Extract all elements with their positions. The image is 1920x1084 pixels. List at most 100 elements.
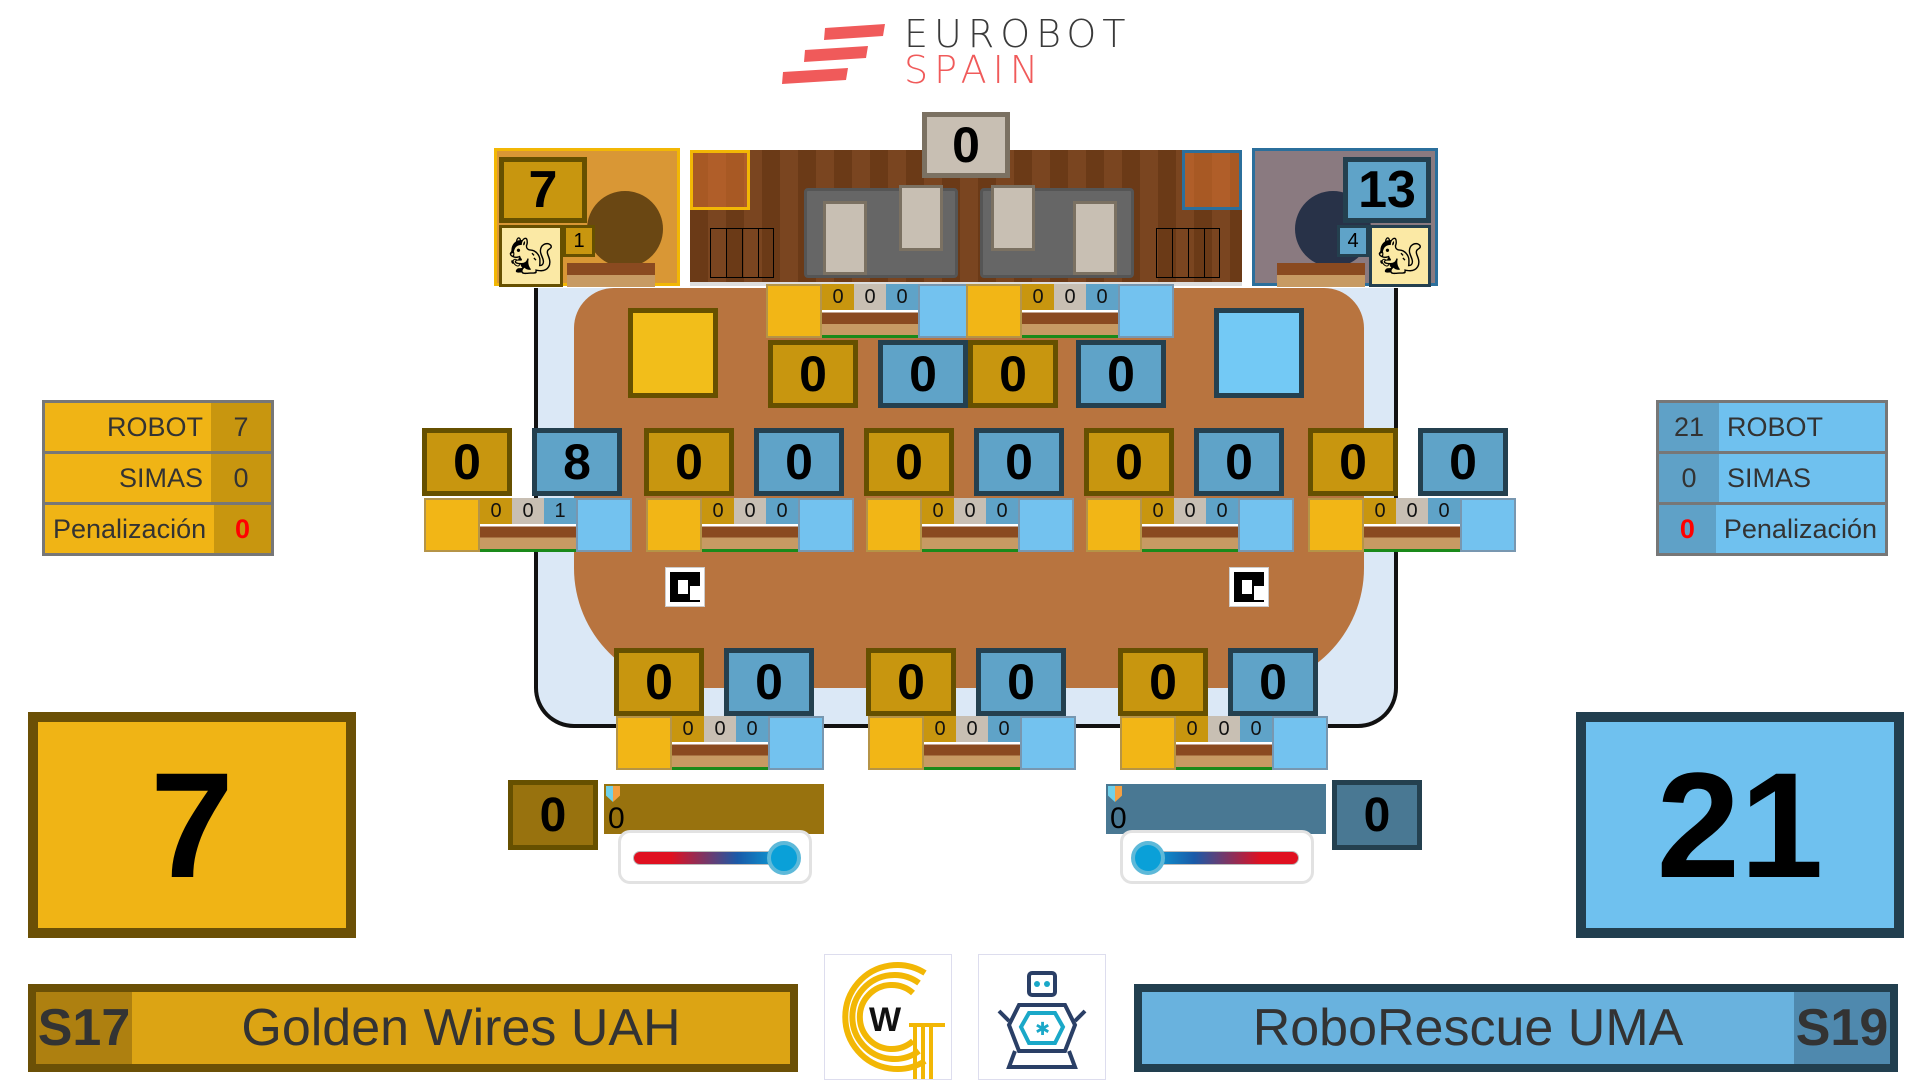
breakdown-row-simas: SIMAS 0 — [45, 454, 271, 502]
counter-c: 0 — [1206, 498, 1238, 524]
bottom-pair-1-blue: 0 — [724, 648, 814, 716]
counter-a: 0 — [1142, 498, 1174, 524]
blue-start-zone — [1214, 308, 1304, 398]
plate — [823, 201, 867, 275]
penalty-value: 0 — [1659, 505, 1716, 553]
counter-b: 0 — [734, 498, 766, 524]
breakdown-row-robot: 21 ROBOT — [1659, 403, 1885, 451]
temperature-icon — [606, 786, 620, 802]
counter-a: 0 — [672, 716, 704, 742]
counter-b: 0 — [854, 284, 886, 310]
aruco-marker-left — [665, 567, 705, 607]
breakdown-value: 21 — [1659, 403, 1719, 451]
counter-strip-mid-3: 0 0 0 — [866, 498, 1074, 552]
acorn-crate-icon — [1022, 310, 1118, 338]
counter-a: 0 — [1176, 716, 1208, 742]
roborescue-logo: ✱ — [978, 954, 1106, 1080]
counter-yellow-cell — [766, 284, 822, 338]
counter-strip-bottom-2: 0 0 0 — [868, 716, 1076, 770]
breakdown-value: 7 — [211, 403, 271, 451]
plate — [899, 185, 943, 251]
counter-blue-cell — [768, 716, 824, 770]
team-code: S17 — [36, 992, 132, 1064]
temperature-value: 0 — [1110, 802, 1127, 835]
breakdown-value: 0 — [211, 454, 271, 502]
right-team-banner: RoboRescue UMA S19 — [1134, 984, 1898, 1072]
mid-pair-4-blue: 0 — [1194, 428, 1284, 496]
counter-b: 0 — [1396, 498, 1428, 524]
temperature-value: 0 — [608, 802, 625, 835]
right-temperature-bar: 0 — [1106, 784, 1326, 834]
machine-left — [804, 185, 958, 278]
grate-right — [1156, 228, 1220, 278]
plate — [991, 185, 1035, 251]
mid-pair-1-blue: 8 — [532, 428, 622, 496]
counter-a: 0 — [480, 498, 512, 524]
golden-wires-logo: W — [824, 954, 952, 1080]
breakdown-label: SIMAS — [45, 454, 211, 502]
top-pair-1-yellow: 0 — [768, 340, 858, 408]
bottom-pair-2-yellow: 0 — [866, 648, 956, 716]
counter-c: 0 — [736, 716, 768, 742]
counter-yellow-cell — [866, 498, 922, 552]
counter-c: 0 — [1240, 716, 1272, 742]
grate-left — [710, 228, 774, 278]
team-name: RoboRescue UMA — [1252, 999, 1684, 1057]
svg-text:✱: ✱ — [1035, 1019, 1050, 1040]
breakdown-label: ROBOT — [45, 403, 211, 451]
counter-blue-cell — [576, 498, 632, 552]
right-total-score: 21 — [1576, 712, 1904, 938]
thermometer-bulb — [767, 841, 801, 875]
bottom-pair-2-blue: 0 — [976, 648, 1066, 716]
acorn-crate-icon — [1364, 524, 1460, 552]
yellow-nest-score: 7 — [499, 157, 587, 223]
counter-b: 0 — [512, 498, 544, 524]
golden-wires-logo-icon: W — [842, 962, 945, 1079]
logo-stripes-icon — [782, 24, 885, 84]
machine-right — [980, 185, 1134, 278]
counter-a: 0 — [1364, 498, 1396, 524]
counter-strip-bottom-3: 0 0 0 — [1120, 716, 1328, 770]
counter-c: 0 — [986, 498, 1018, 524]
counter-yellow-cell — [424, 498, 480, 552]
counter-a: 0 — [922, 498, 954, 524]
counter-strip-mid-2: 0 0 0 — [646, 498, 854, 552]
team-code: S19 — [1794, 992, 1890, 1064]
counter-a: 0 — [822, 284, 854, 310]
acorn-crate-icon — [922, 524, 1018, 552]
mid-pair-5-yellow: 0 — [1308, 428, 1398, 496]
acorn-crate-icon — [1176, 742, 1272, 770]
bottom-pair-3-blue: 0 — [1228, 648, 1318, 716]
counter-b: 0 — [954, 498, 986, 524]
right-score-breakdown: 21 ROBOT 0 SIMAS 0 Penalización — [1656, 400, 1888, 556]
temperature-icon — [1108, 786, 1122, 802]
blue-nest-score: 13 — [1343, 157, 1431, 223]
breakdown-label: Penalización — [45, 505, 215, 553]
left-team-banner: S17 Golden Wires UAH — [28, 984, 798, 1072]
counter-blue-cell — [1020, 716, 1076, 770]
center-top-score: 0 — [922, 112, 1010, 178]
yellow-nest-count: 1 — [563, 225, 595, 257]
counter-strip-top-1: 0 0 0 — [766, 284, 974, 338]
acorn-crate-icon — [672, 742, 768, 770]
counter-blue-cell — [1118, 284, 1174, 338]
thermometer-icon — [618, 830, 812, 884]
counter-b: 0 — [1208, 716, 1240, 742]
counter-yellow-cell — [646, 498, 702, 552]
left-temperature-bar: 0 — [604, 784, 824, 834]
counter-blue-cell — [1238, 498, 1294, 552]
breakdown-row-penalty: 0 Penalización — [1659, 505, 1885, 553]
mid-pair-5-blue: 0 — [1418, 428, 1508, 496]
counter-strip-mid-1: 0 0 1 — [424, 498, 632, 552]
counter-a: 0 — [1022, 284, 1054, 310]
game-field: 7 🐿 1 13 🐿 4 0 0 0 0 0 0 0 0 0 0 — [422, 112, 1516, 778]
robot-logo-icon: ✱ — [997, 971, 1087, 1069]
counter-c: 0 — [886, 284, 918, 310]
blue-nest-zone: 13 🐿 4 — [1252, 148, 1438, 287]
counter-c: 0 — [1086, 284, 1118, 310]
bottom-pair-1-yellow: 0 — [614, 648, 704, 716]
acorn-crate-icon — [480, 524, 576, 552]
mid-pair-3-yellow: 0 — [864, 428, 954, 496]
mid-pair-1-yellow: 0 — [422, 428, 512, 496]
mid-pair-2-yellow: 0 — [644, 428, 734, 496]
